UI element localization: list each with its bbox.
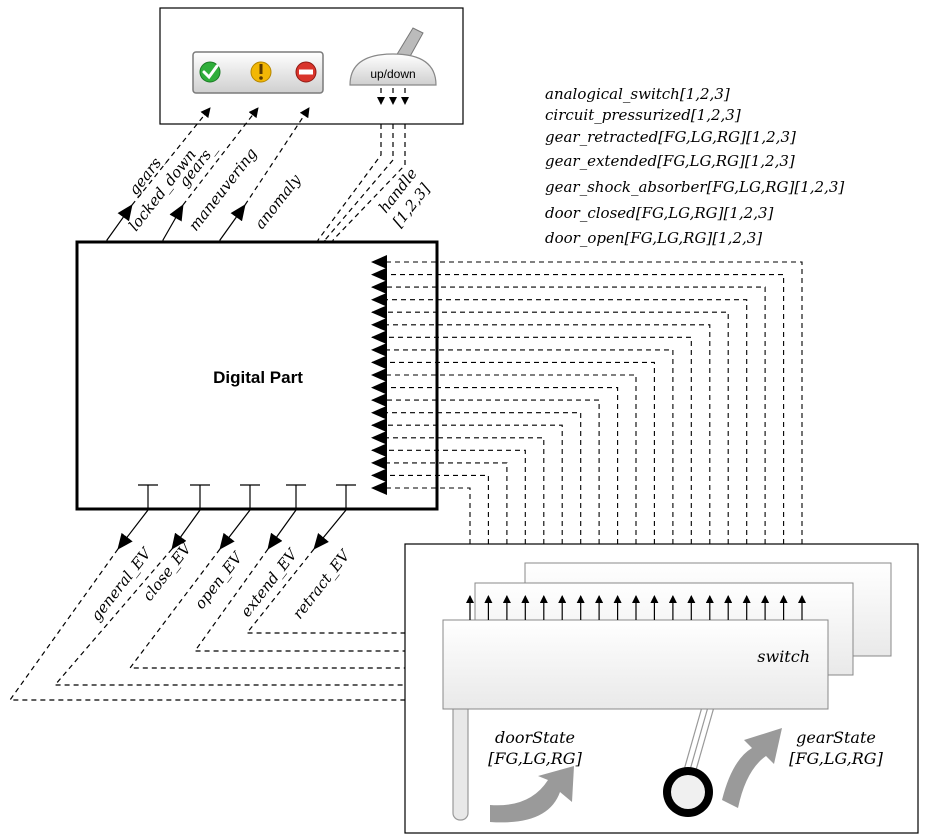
wheel-linkage <box>683 699 717 771</box>
state-labels: doorState [FG,LG,RG] gearState [FG,LG,RG… <box>488 728 883 768</box>
top-output-labels: gears_ locked_down gears_ maneuvering an… <box>125 140 434 235</box>
stop-circle-icon <box>295 61 317 83</box>
sensor-label-door-closed: door_closed[FG,LG,RG][1,2,3] <box>545 204 774 222</box>
digital-part-box: Digital Part <box>75 240 439 511</box>
sensor-label-circuit-pressurized: circuit_pressurized[1,2,3] <box>545 106 741 124</box>
indicator-lights-panel <box>192 51 324 94</box>
sensor-line <box>371 317 711 598</box>
sensor-line <box>371 393 600 598</box>
ev-label-open: open_EV <box>191 547 247 612</box>
sensor-line <box>371 405 582 598</box>
sensor-line <box>371 418 563 598</box>
sensor-line <box>371 280 766 598</box>
sensor-label-gear-retracted: gear_retracted[FG,LG,RG][1,2,3] <box>545 128 796 146</box>
warning-triangle-icon <box>250 61 272 83</box>
sensor-line <box>371 305 729 598</box>
handle-signal-lines <box>317 88 409 241</box>
sensor-labels: analogical_switch[1,2,3] circuit_pressur… <box>545 85 844 247</box>
gear-state-range-label: [FG,LG,RG] <box>789 749 883 768</box>
door-state-label: doorState <box>495 728 575 747</box>
output-label-anomaly: anomaly <box>251 170 305 232</box>
switch-output-arrows <box>466 595 806 620</box>
ev-output-lines <box>117 484 356 550</box>
sensor-line <box>371 255 803 598</box>
sensor-line <box>371 292 748 598</box>
up-down-handle[interactable]: up/down <box>349 27 437 86</box>
sensor-label-door-open: door_open[FG,LG,RG][1,2,3] <box>545 229 762 247</box>
sensor-line <box>371 267 785 598</box>
sensor-line <box>371 430 545 598</box>
check-circle-icon <box>199 61 221 83</box>
handle-label: up/down <box>370 67 415 81</box>
ev-labels: general_EV close_EV open_EV extend_EV re… <box>87 538 355 624</box>
top-output-dashed <box>131 107 310 206</box>
sensor-label-gear-extended: gear_extended[FG,LG,RG][1,2,3] <box>545 152 795 170</box>
sensor-label-analogical-switch: analogical_switch[1,2,3] <box>545 85 730 103</box>
sensor-line <box>371 380 619 598</box>
analog-part-box: switch doorState [FG,LG,RG] gearState [F… <box>404 543 919 834</box>
sensor-line <box>371 368 637 598</box>
sensor-line <box>371 355 655 598</box>
ev-label-close: close_EV <box>139 538 196 604</box>
cockpit-panel: up/down <box>159 7 464 125</box>
gear-state-label: gearState <box>796 728 876 747</box>
wheel-icon <box>663 767 713 817</box>
gear-curved-arrow-icon <box>722 728 782 808</box>
sensor-lines <box>371 255 803 598</box>
sensor-line <box>371 342 674 598</box>
sensor-label-gear-shock-absorber: gear_shock_absorber[FG,LG,RG][1,2,3] <box>545 178 844 196</box>
switch-label: switch <box>757 647 810 666</box>
door-curved-arrow-icon <box>490 766 574 823</box>
ev-dashed-lines <box>8 548 441 705</box>
digital-part-title: Digital Part <box>213 368 303 387</box>
door-state-range-label: [FG,LG,RG] <box>488 749 582 768</box>
